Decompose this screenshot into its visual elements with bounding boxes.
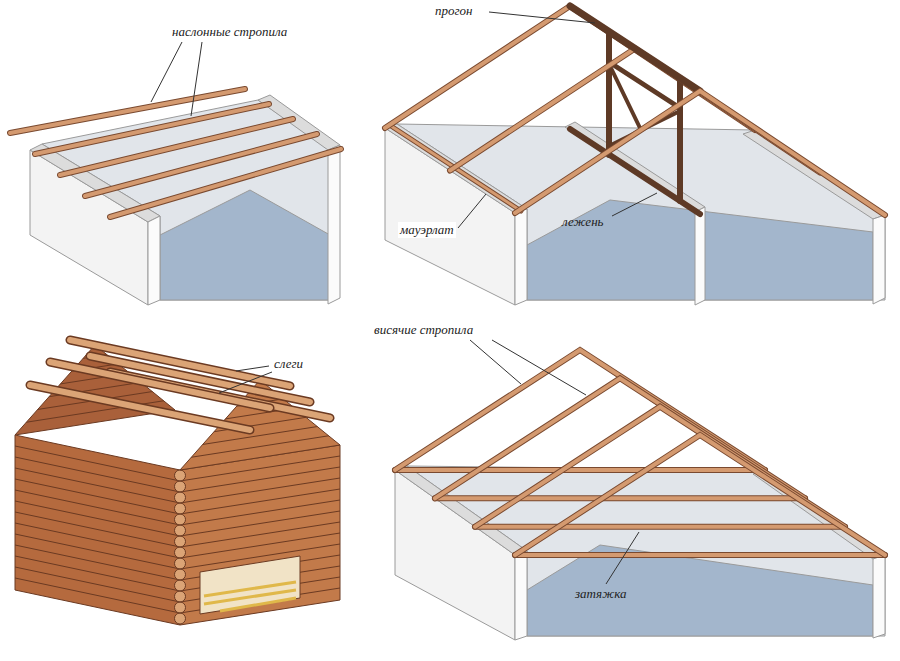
log-wall xyxy=(180,445,340,625)
leader-line xyxy=(151,42,182,102)
wall-end xyxy=(328,145,340,304)
tie-beam xyxy=(515,553,885,557)
part-label: слеги xyxy=(272,356,305,372)
rafter-pair xyxy=(395,350,765,470)
leader-line xyxy=(606,532,639,584)
lean-to-rafters xyxy=(10,89,341,217)
leader-line xyxy=(612,193,657,216)
wall-end xyxy=(515,209,527,305)
tie-beam xyxy=(435,496,805,500)
rafter xyxy=(110,149,341,217)
log-seams xyxy=(15,446,180,613)
leader-line xyxy=(470,340,521,384)
tie-beam xyxy=(395,468,765,472)
tie-beam xyxy=(395,467,765,473)
middle-wall-end xyxy=(695,207,705,305)
rafter-pair xyxy=(475,407,845,527)
rafter xyxy=(35,104,269,154)
rafter-pair xyxy=(385,6,755,130)
leader-line xyxy=(191,42,202,116)
rafter-pair xyxy=(515,435,885,555)
part-label: наслонные стропила xyxy=(170,24,289,40)
rafter-pair xyxy=(515,91,885,215)
leader-lines xyxy=(458,12,657,228)
purlin-building xyxy=(385,122,885,305)
tie-beam xyxy=(515,552,885,558)
part-label: мауэрлат xyxy=(398,222,456,238)
post xyxy=(606,32,612,155)
rafter-pair xyxy=(515,435,885,555)
rafter-pair xyxy=(435,378,805,498)
rafter-pair xyxy=(450,49,820,173)
leader-line xyxy=(458,194,486,228)
tie-beam xyxy=(435,495,805,501)
rafter-pair xyxy=(515,91,885,215)
rafter-pair xyxy=(385,6,755,130)
hanging-building xyxy=(395,466,885,640)
leader-line xyxy=(219,372,272,393)
log-cabin xyxy=(15,333,340,625)
leader-lines xyxy=(219,366,272,393)
leader-lines xyxy=(151,42,202,116)
part-label: затяжка xyxy=(573,586,629,602)
rafter-pair xyxy=(395,350,765,470)
purlin-frame xyxy=(385,6,885,215)
wall-top xyxy=(743,130,885,219)
rafter xyxy=(35,104,269,154)
leader-line xyxy=(492,340,586,395)
floor xyxy=(160,190,330,300)
wall-end xyxy=(148,216,160,305)
floor-planks xyxy=(204,582,296,611)
part-label: прогон xyxy=(433,3,475,19)
rafter xyxy=(10,89,245,133)
post xyxy=(677,78,683,201)
leader-lines xyxy=(470,340,639,584)
purlin xyxy=(570,6,700,91)
rafter-pair xyxy=(450,49,820,173)
wall-outer-face xyxy=(385,128,515,305)
pole xyxy=(70,340,290,386)
part-label: висячие стропила xyxy=(372,322,475,338)
door-opening xyxy=(200,556,300,614)
rafter xyxy=(10,89,245,133)
brace xyxy=(611,68,640,128)
lean-to-building xyxy=(30,95,340,305)
rafter-pair xyxy=(475,407,845,527)
wall-end xyxy=(873,555,885,638)
part-label: лежень xyxy=(560,214,606,230)
purlin-poles xyxy=(30,340,330,430)
rafter xyxy=(110,149,341,217)
hanging-rafters xyxy=(395,350,885,555)
rafter-pair xyxy=(435,378,805,498)
tie-beam xyxy=(475,525,845,529)
floor xyxy=(527,545,873,636)
pole xyxy=(70,340,290,386)
log-seams xyxy=(180,456,340,613)
log-wall xyxy=(15,435,180,625)
leader-line xyxy=(489,12,595,23)
log-ends xyxy=(175,470,186,624)
leader-line xyxy=(236,366,269,371)
tie-beam xyxy=(475,524,845,530)
wall-end xyxy=(515,551,527,640)
wall-end xyxy=(873,215,885,304)
